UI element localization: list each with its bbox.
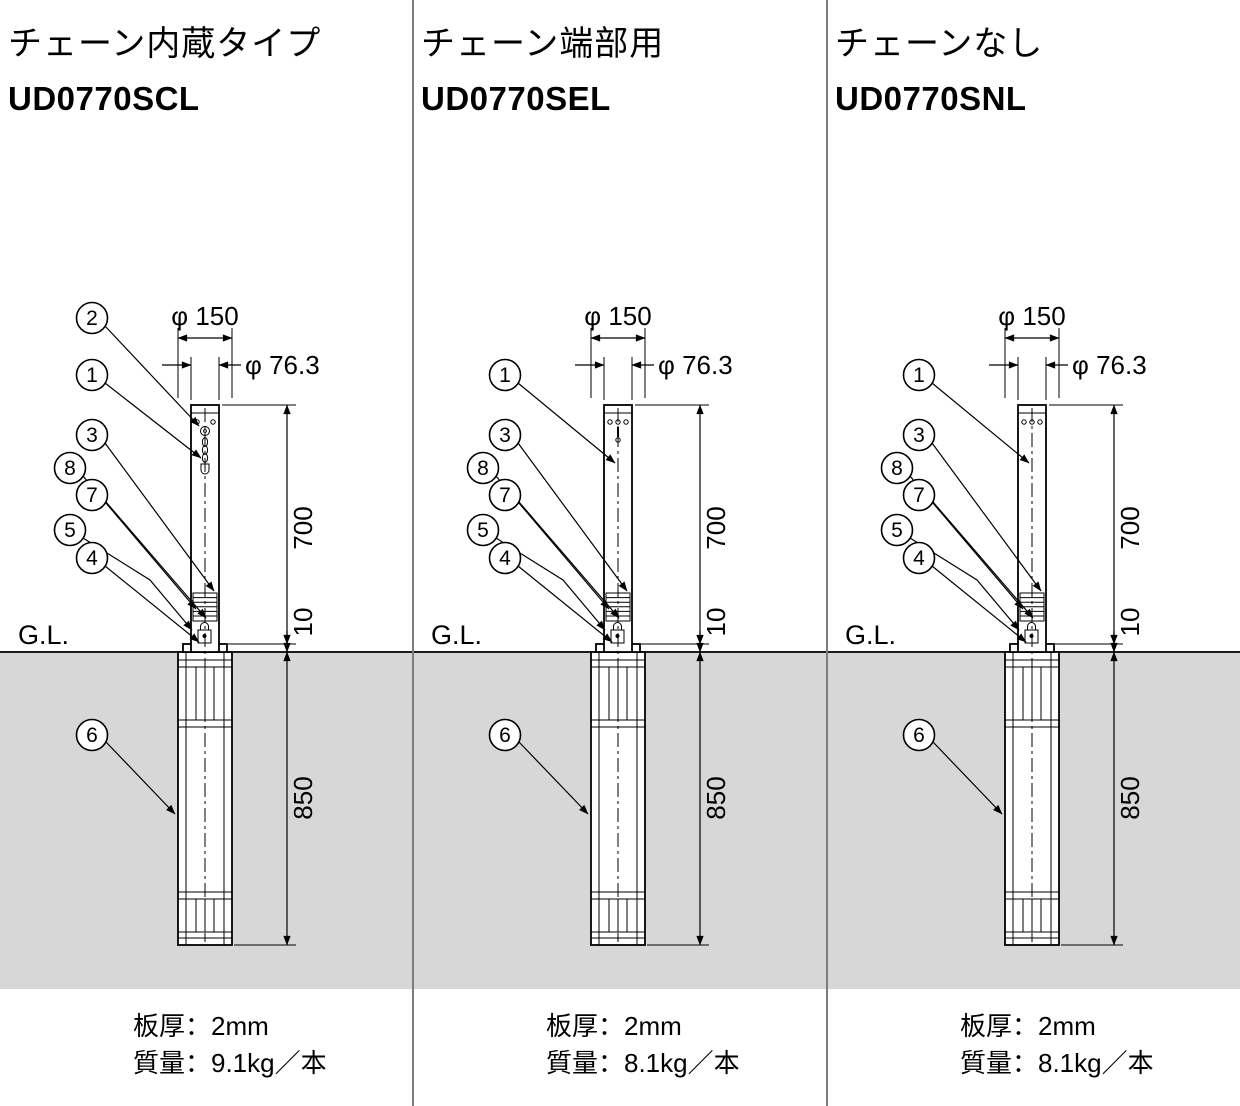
callout-1: 1	[75, 358, 202, 459]
callout-2: 2	[75, 301, 200, 427]
dim-label-850: 850	[1115, 776, 1145, 819]
dim-label-150: φ 150	[584, 301, 651, 331]
svg-text:6: 6	[499, 724, 511, 747]
svg-text:5: 5	[891, 519, 903, 542]
panel-chain-built-in: チェーン内蔵タイプ UD0770SCL G.L.	[0, 0, 413, 1106]
spec-weight: 質量：8.1kg／本	[546, 1048, 740, 1078]
svg-text:7: 7	[913, 484, 925, 507]
dimension-pipe-diameter: φ 76.3	[575, 350, 733, 400]
dim-label-76: φ 76.3	[658, 350, 733, 380]
dimension-top-diameter: φ 150	[998, 301, 1066, 398]
svg-text:3: 3	[499, 424, 511, 447]
svg-text:1: 1	[499, 364, 511, 387]
ground-level-label: G.L.	[431, 620, 482, 650]
panel-chain-end: チェーン端部用 UD0770SEL G.L.	[413, 0, 826, 1106]
spec-weight: 質量：9.1kg／本	[133, 1048, 327, 1078]
svg-text:6: 6	[913, 724, 925, 747]
spec-thickness: 板厚：2mm	[546, 1011, 682, 1041]
spec-thickness: 板厚：2mm	[960, 1011, 1096, 1041]
svg-text:3: 3	[86, 424, 98, 447]
dim-label-700: 700	[1115, 506, 1145, 549]
svg-text:5: 5	[64, 519, 76, 542]
spec-weight: 質量：8.1kg／本	[960, 1048, 1154, 1078]
svg-text:7: 7	[86, 484, 98, 507]
dim-label-10: 10	[701, 608, 731, 637]
panel-divider	[826, 0, 828, 1106]
callout-6: 6	[488, 718, 589, 815]
spec-thickness: 板厚：2mm	[133, 1011, 269, 1041]
dim-label-76: φ 76.3	[245, 350, 320, 380]
callout-5: 5	[53, 513, 193, 631]
dim-label-10: 10	[288, 608, 318, 637]
svg-text:4: 4	[86, 547, 98, 570]
ground-level-label: G.L.	[845, 620, 896, 650]
spec-text: 板厚：2mm 質量：8.1kg／本	[546, 1008, 740, 1082]
callout-4: 4	[75, 541, 200, 643]
callout-4: 4	[488, 541, 613, 643]
spec-text: 板厚：2mm 質量：9.1kg／本	[133, 1008, 327, 1082]
callout-1: 1	[488, 358, 616, 464]
callout-7: 7	[488, 478, 620, 619]
callout-3: 3	[75, 418, 215, 592]
svg-text:8: 8	[891, 457, 903, 480]
dimension-cap-height: 10	[1055, 608, 1145, 645]
panel-title: チェーンなし	[835, 25, 1044, 63]
dim-label-700: 700	[701, 506, 731, 549]
dimension-above-ground-height: 700	[222, 404, 318, 653]
dimension-pipe-diameter: φ 76.3	[162, 350, 320, 400]
dimension-cap-height: 10	[641, 608, 731, 645]
svg-text:8: 8	[477, 457, 489, 480]
callout-5: 5	[466, 513, 606, 631]
svg-text:1: 1	[913, 364, 925, 387]
svg-text:4: 4	[499, 547, 511, 570]
callout-7: 7	[75, 478, 207, 619]
callout-3: 3	[488, 418, 628, 592]
callout-5: 5	[880, 513, 1020, 631]
dimension-below-ground-depth: 850	[234, 651, 318, 946]
callout-4: 4	[902, 541, 1027, 643]
dimension-above-ground-height: 700	[1049, 404, 1145, 653]
svg-text:5: 5	[477, 519, 489, 542]
svg-text:3: 3	[913, 424, 925, 447]
dim-label-850: 850	[288, 776, 318, 819]
dimension-above-ground-height: 700	[635, 404, 731, 653]
callout-1: 1	[902, 358, 1030, 464]
dim-label-150: φ 150	[998, 301, 1065, 331]
dimension-below-ground-depth: 850	[1061, 651, 1145, 946]
dim-label-76: φ 76.3	[1072, 350, 1147, 380]
dim-label-10: 10	[1115, 608, 1145, 637]
dimension-below-ground-depth: 850	[647, 651, 731, 946]
panel-title: チェーン端部用	[421, 25, 665, 63]
svg-text:2: 2	[86, 307, 98, 330]
dimension-top-diameter: φ 150	[171, 301, 239, 398]
callout-7: 7	[902, 478, 1034, 619]
svg-text:6: 6	[86, 724, 98, 747]
callout-3: 3	[902, 418, 1042, 592]
dim-label-150: φ 150	[171, 301, 238, 331]
svg-text:8: 8	[64, 457, 76, 480]
panel-divider	[412, 0, 414, 1106]
spec-text: 板厚：2mm 質量：8.1kg／本	[960, 1008, 1154, 1082]
technical-drawing: G.L.	[0, 301, 413, 946]
svg-text:7: 7	[499, 484, 511, 507]
technical-drawing: G.L.	[827, 301, 1240, 946]
callout-6: 6	[902, 718, 1003, 815]
technical-drawing: G.L.	[413, 301, 826, 946]
model-number: UD0770SEL	[421, 80, 611, 117]
dimension-top-diameter: φ 150	[584, 301, 652, 398]
model-number: UD0770SCL	[8, 80, 200, 117]
svg-text:1: 1	[86, 364, 98, 387]
panel-no-chain: チェーンなし UD0770SNL G.L.	[827, 0, 1240, 1106]
dim-label-850: 850	[701, 776, 731, 819]
panel-title: チェーン内蔵タイプ	[8, 25, 322, 63]
ground-level-label: G.L.	[18, 620, 69, 650]
dimension-cap-height: 10	[228, 608, 318, 645]
callout-6: 6	[75, 718, 176, 815]
dimension-pipe-diameter: φ 76.3	[989, 350, 1147, 400]
model-number: UD0770SNL	[835, 80, 1027, 117]
dim-label-700: 700	[288, 506, 318, 549]
svg-text:4: 4	[913, 547, 925, 570]
